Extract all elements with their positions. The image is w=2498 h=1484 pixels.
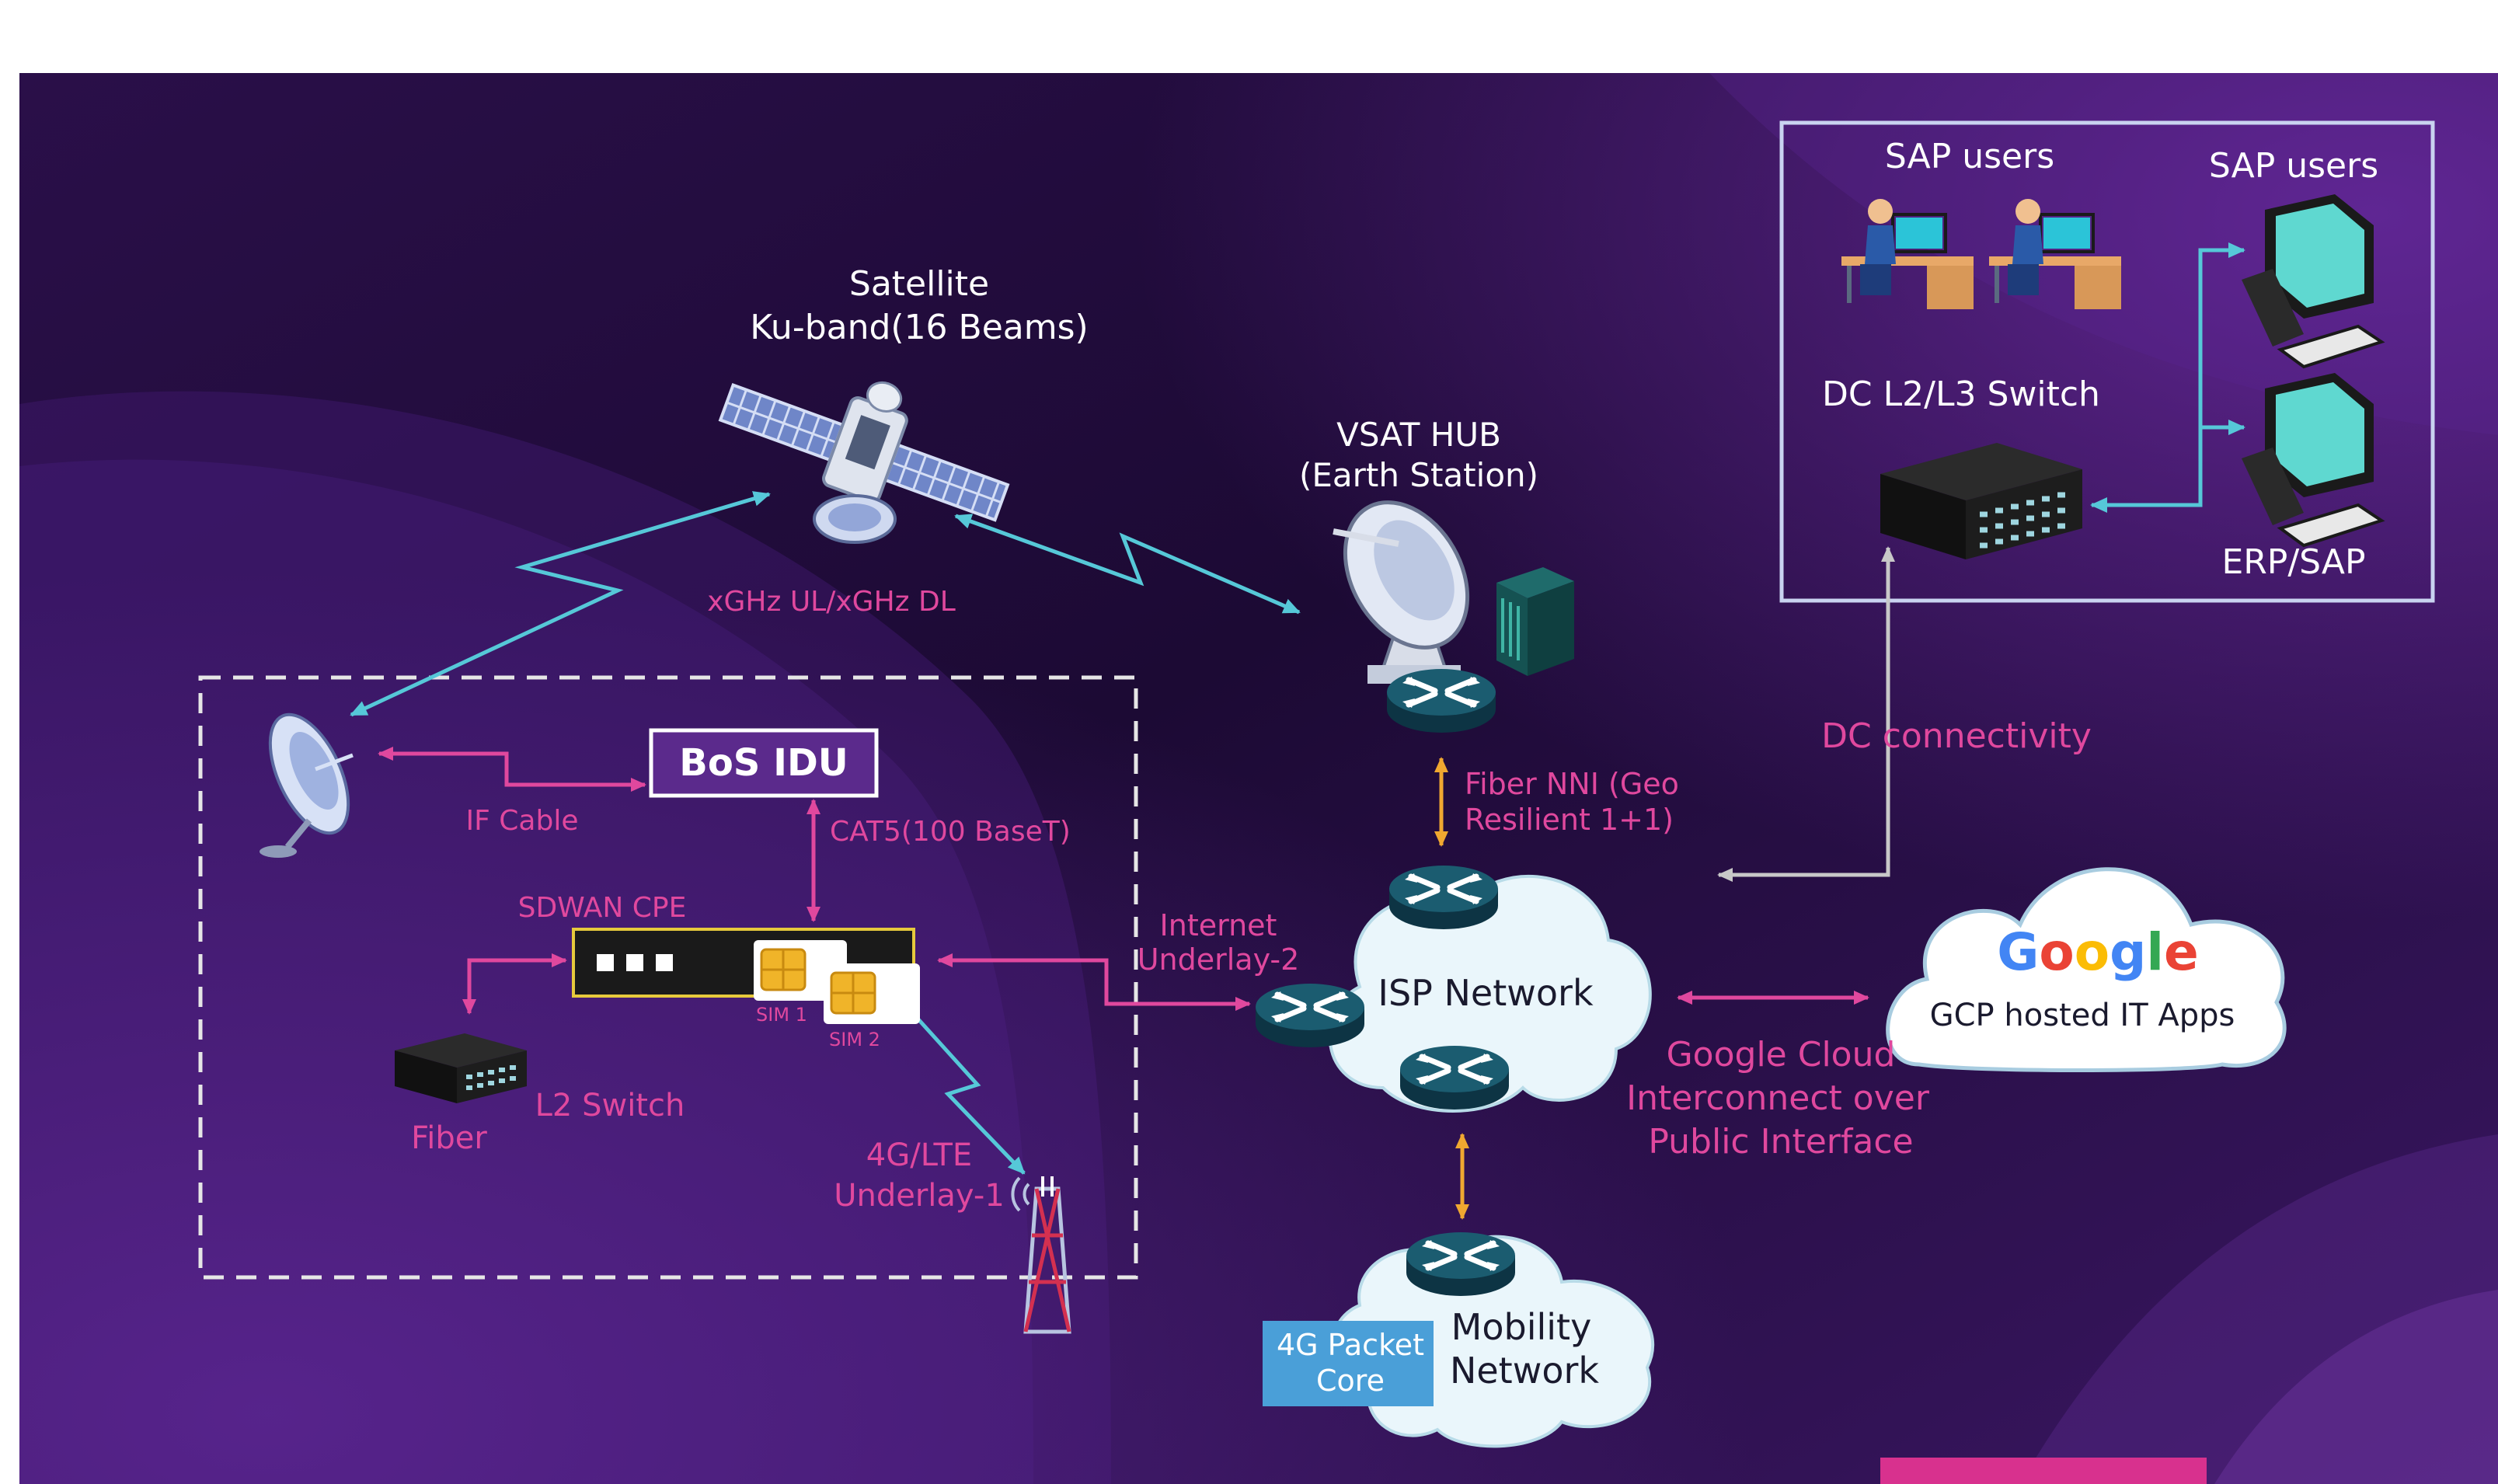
- vsat-hub-label: VSAT HUB: [1336, 416, 1501, 454]
- sim-card-icon: [754, 940, 920, 1024]
- diagram-background: [19, 73, 2498, 1484]
- switch-icon: [395, 1033, 527, 1103]
- google-logo: Google: [1997, 922, 2199, 982]
- sat-hub-link: [954, 514, 1301, 615]
- user-desk-icon: [1989, 199, 2121, 309]
- earth-station-label: (Earth Station): [1299, 456, 1538, 494]
- gci-label: Google Cloud: [1667, 1035, 1896, 1075]
- switch-icon: [1880, 443, 2082, 559]
- cat5-label: CAT5(100 BaseT): [830, 816, 1071, 848]
- dc-connectivity-link: [1717, 546, 1895, 882]
- dc-switch-label: DC L2/L3 Switch: [1822, 374, 2100, 414]
- fiber-nni-resilience-label: Resilient 1+1): [1465, 803, 1674, 837]
- dc-connectivity-label: DC connectivity: [1821, 716, 2092, 756]
- internet-underlay-label: Underlay-2: [1138, 942, 1300, 977]
- gci-label-3: Public Interface: [1648, 1122, 1913, 1162]
- cell-tower-icon: [1011, 1176, 1071, 1334]
- internet-underlay-link: [937, 953, 1251, 1011]
- sat-dish-small-icon: [260, 712, 354, 858]
- sat-uplink-link: [350, 491, 771, 717]
- computer-icon: [2242, 194, 2385, 369]
- router-icon: [1256, 984, 1364, 1047]
- sdwan-cpe-label: SDWAN CPE: [518, 892, 687, 924]
- packet-core-box: 4G Packet Core: [1263, 1321, 1434, 1406]
- mobility-network-label-2: Network: [1450, 1350, 1599, 1392]
- gcp-apps-label: GCP hosted IT Apps: [1930, 998, 2235, 1033]
- sap-users-left-label: SAP users: [1885, 137, 2054, 176]
- erp-sap-label: ERP/SAP: [2221, 542, 2365, 582]
- if-cable-label: IF Cable: [466, 805, 579, 837]
- router-icon: [1389, 866, 1498, 929]
- bos-idu-box: BoS IDU: [649, 728, 879, 798]
- computer-icon: [2242, 373, 2385, 548]
- l2-switch-label: L2 Switch: [535, 1088, 685, 1123]
- router-icon: [1406, 1232, 1515, 1296]
- sim2-label: SIM 2: [829, 1029, 880, 1050]
- if-cable-link: [378, 747, 646, 792]
- mobility-network-label: Mobility: [1451, 1306, 1592, 1348]
- isp-network-label: ISP Network: [1378, 972, 1594, 1014]
- packet-core-label-2: Core: [1316, 1364, 1385, 1398]
- router-icon: [1387, 669, 1496, 733]
- internet-label: Internet: [1160, 908, 1277, 942]
- cpe-switch-link: [462, 953, 567, 1015]
- satellite-label: Satellite: [849, 264, 989, 304]
- packet-core-label: 4G Packet: [1277, 1328, 1424, 1362]
- footer-tab: [1880, 1458, 2207, 1484]
- lte-label: 4G/LTE: [866, 1137, 972, 1173]
- dc-switch-pc-link: [2090, 242, 2245, 513]
- lte-underlay-label: Underlay-1: [834, 1178, 1005, 1214]
- fiber-nni-label: Fiber NNI (Geo: [1465, 767, 1679, 801]
- cloud-icon: [1886, 867, 2287, 1072]
- sap-users-right-label: SAP users: [2209, 146, 2378, 186]
- gci-label-2: Interconnect over: [1626, 1078, 1930, 1118]
- data-center-box: [1779, 120, 2435, 603]
- cloud-icon: [1328, 874, 1652, 1113]
- user-desk-icon: [1841, 199, 1974, 309]
- server-rack-icon: [1496, 567, 1574, 676]
- sim1-label: SIM 1: [756, 1004, 807, 1026]
- satellite-icon: [718, 381, 1010, 544]
- fiber-label: Fiber: [411, 1120, 487, 1156]
- bos-idu-label: BoS IDU: [679, 741, 848, 785]
- frequency-label: xGHz UL/xGHz DL: [707, 586, 956, 618]
- satellite-band-label: Ku-band(16 Beams): [750, 308, 1088, 347]
- lte-underlay-link: [917, 1018, 1026, 1175]
- vsat-dish-icon: [1333, 500, 1470, 684]
- router-icon: [1400, 1046, 1509, 1110]
